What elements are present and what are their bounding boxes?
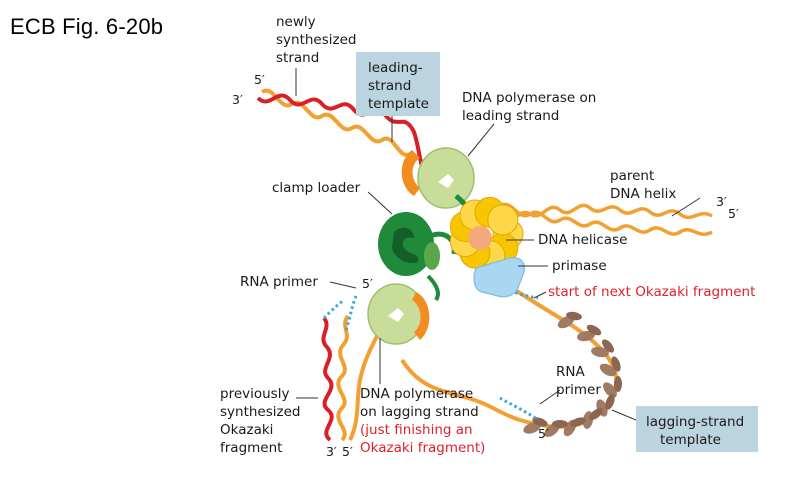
leading-template-strand — [260, 88, 411, 157]
svg-text:RNA: RNA — [556, 364, 585, 380]
ssb-protein — [603, 382, 617, 398]
figure-title: ECB Fig. 6-20b — [10, 14, 164, 39]
ssb-protein — [605, 394, 615, 410]
lagging-clamp — [412, 292, 430, 340]
svg-text:DNA polymerase: DNA polymerase — [360, 386, 473, 402]
leading-new-strand — [256, 93, 430, 182]
label-rna-primer-bottom: RNA primer — [556, 364, 601, 398]
lagging-old-template — [336, 314, 350, 442]
svg-text:Okazaki fragment): Okazaki fragment) — [360, 440, 485, 456]
svg-text:fragment: fragment — [220, 440, 282, 456]
svg-text:template: template — [368, 96, 429, 112]
lagging-arm-helix — [321, 314, 382, 442]
label-primase: primase — [552, 258, 607, 274]
ssb-protein — [566, 311, 582, 321]
label-leading-strand-template: leading- strand template — [368, 60, 429, 112]
ssb-protein — [577, 330, 595, 342]
label-just-finishing: (just finishing an Okazaki fragment) — [360, 422, 485, 456]
ssb-protein — [611, 356, 621, 372]
rna-primer-top — [344, 295, 358, 331]
end-bottom-5: 5′ — [342, 444, 353, 459]
end-top-3: 3′ — [232, 92, 243, 107]
rna-primer-bottom — [499, 396, 539, 422]
rna-primer-left — [322, 298, 345, 320]
svg-text:lagging-strand: lagging-strand — [646, 414, 744, 430]
svg-text:synthesized: synthesized — [276, 32, 356, 48]
end-primer-5: 5′ — [362, 276, 373, 291]
leading-arm-helix — [256, 88, 430, 182]
previous-okazaki-fragment — [321, 316, 334, 442]
helicase-core — [468, 226, 492, 250]
svg-text:template: template — [660, 432, 721, 448]
parent-strand-a — [499, 202, 713, 236]
label-rna-primer-top: RNA primer — [240, 274, 318, 290]
single-strand-binding-proteins — [523, 311, 622, 437]
dna-helicase — [449, 196, 524, 272]
leading-template-box — [356, 52, 440, 116]
svg-text:leading-: leading- — [368, 60, 423, 76]
leading-clamp — [401, 150, 420, 196]
end-helix-3: 3′ — [716, 194, 727, 209]
svg-text:synthesized: synthesized — [220, 404, 300, 420]
label-clamp-loader: clamp loader — [272, 180, 361, 196]
svg-text:on lagging strand: on lagging strand — [360, 404, 479, 420]
strand-end-markers: 5′ 3′ 3′ 5′ 5′ 3′ 5′ 5′ — [232, 72, 739, 459]
svg-text:previously: previously — [220, 386, 289, 402]
label-newly-synthesized-strand: newly synthesized strand — [276, 14, 356, 66]
svg-text:leading strand: leading strand — [462, 108, 559, 124]
dna-polymerase-leading — [401, 147, 475, 220]
ssb-protein — [532, 417, 548, 427]
current-okazaki-fragment — [348, 329, 382, 441]
label-dna-helicase: DNA helicase — [538, 232, 627, 248]
svg-text:strand: strand — [276, 50, 319, 66]
ssb-protein — [552, 420, 568, 428]
ssb-protein — [602, 339, 614, 353]
ssb-protein — [614, 376, 622, 392]
svg-text:newly: newly — [276, 14, 316, 30]
end-top-5: 5′ — [254, 72, 265, 87]
ssb-protein — [523, 422, 541, 434]
leader-lines — [295, 68, 701, 421]
svg-text:parent: parent — [610, 168, 654, 184]
svg-text:Okazaki: Okazaki — [220, 422, 273, 438]
ssb-protein — [570, 417, 586, 427]
primase — [473, 257, 525, 298]
svg-text:(just finishing an: (just finishing an — [360, 422, 473, 438]
ssb-protein — [599, 363, 617, 377]
dna-polymerase-lagging — [367, 274, 440, 345]
label-polymerase-lagging: DNA polymerase on lagging strand — [360, 386, 479, 420]
end-bottom-3: 3′ — [326, 444, 337, 459]
ssb-protein — [589, 408, 603, 420]
parent-helix — [499, 202, 713, 236]
end-helix-5: 5′ — [728, 206, 739, 221]
lagging-template-box — [636, 406, 758, 452]
label-parent-helix: parent DNA helix — [610, 168, 676, 202]
label-lagging-strand-template: lagging-strand template — [646, 414, 744, 448]
ssb-protein — [591, 346, 609, 358]
ssb-protein — [586, 324, 602, 336]
label-okazaki-start: start of next Okazaki fragment — [548, 284, 755, 300]
label-previous-okazaki: previously synthesized Okazaki fragment — [220, 386, 300, 456]
label-polymerase-leading: DNA polymerase on leading strand — [462, 90, 596, 124]
svg-text:strand: strand — [368, 78, 411, 94]
clamp-loader — [378, 212, 457, 276]
svg-text:DNA polymerase on: DNA polymerase on — [462, 90, 596, 106]
svg-text:primer: primer — [556, 382, 601, 398]
svg-text:DNA helix: DNA helix — [610, 186, 676, 202]
helicase-subunit — [487, 204, 519, 236]
end-lagging-5: 5′ — [538, 426, 549, 441]
parent-strand-b — [499, 203, 713, 226]
